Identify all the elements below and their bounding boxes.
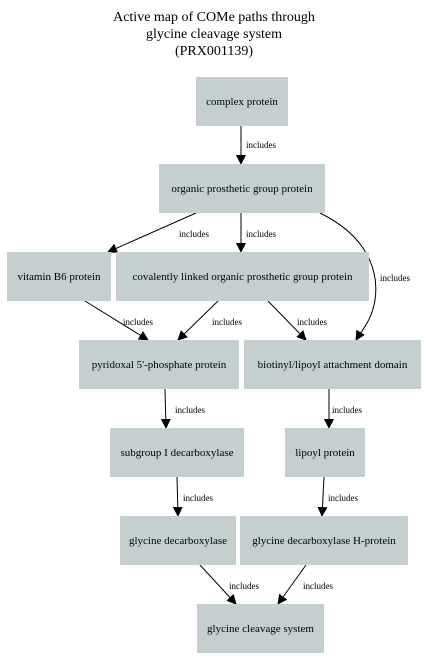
edge-label: includes [212,317,242,327]
title-line-2: glycine cleavage system [145,27,283,42]
edge-label: includes [303,581,333,591]
edge-label: includes [123,317,153,327]
diagram-title: Active map of COMe paths through glycine… [0,9,428,60]
node-complex-protein[interactable]: complex protein [196,77,288,126]
edge-label: includes [183,493,213,503]
edge-label: includes [229,581,259,591]
edge-h-protein-to-cleavage [277,564,307,605]
edge-covalent-to-pyridoxal [177,300,219,341]
title-line-3: (PRX001139) [174,44,254,59]
edge-organic-to-biotinyl [319,212,377,341]
edge-label: includes [246,140,276,150]
node-lipoyl-protein[interactable]: lipoyl protein [285,428,365,477]
edge-lipoyl-to-h-protein [317,476,328,517]
edge-pyridoxal-to-subgroup [160,388,171,429]
edge-label: includes [380,273,410,283]
edge-label: includes [175,405,205,415]
node-glycine-decarboxylase[interactable]: glycine decarboxylase [120,516,236,565]
node-vitamin-b6-protein[interactable]: vitamin B6 protein [7,252,111,301]
edge-subgroup-to-glycine-decarboxylase [172,476,183,517]
edge-label: includes [332,405,362,415]
edge-label: includes [328,493,358,503]
node-subgroup-i-decarboxylase[interactable]: subgroup I decarboxylase [110,428,244,477]
edge-vitamin-to-pyridoxal [84,300,149,341]
title-line-1: Active map of COMe paths through [113,10,315,25]
edge-label: includes [246,229,276,239]
node-glycine-decarboxylase-h-protein[interactable]: glycine decarboxylase H-protein [240,516,408,565]
node-glycine-cleavage-system[interactable]: glycine cleavage system [197,604,324,653]
edge-label: includes [179,229,209,239]
edge-covalent-to-biotinyl [267,300,307,341]
node-organic-prosthetic-group-protein[interactable]: organic prosthetic group protein [159,164,325,213]
node-pyridoxal-protein[interactable]: pyridoxal 5'-phosphate protein [79,340,239,389]
node-covalently-linked-protein[interactable]: covalently linked organic prosthetic gro… [116,252,369,301]
node-biotinyl-lipoyl-domain[interactable]: biotinyl/lipoyl attachment domain [244,340,421,389]
edge-label: includes [297,317,327,327]
edge-glycine-decarboxylase-to-cleavage [199,564,237,605]
edge-organic-to-vitamin [107,212,197,253]
